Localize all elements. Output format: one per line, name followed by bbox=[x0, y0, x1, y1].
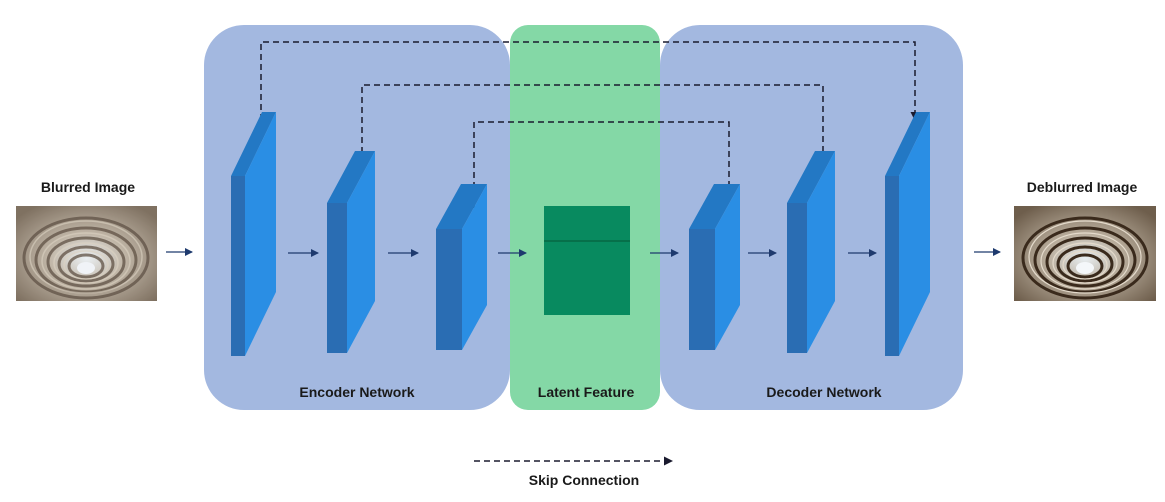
legend: Skip Connection bbox=[474, 456, 673, 488]
skip-connections bbox=[260, 41, 920, 208]
layer-side-face bbox=[715, 184, 740, 350]
layer-side-face bbox=[462, 184, 487, 350]
layer-front-face bbox=[327, 203, 347, 353]
flow-arrows bbox=[166, 248, 1001, 257]
layer-top-face bbox=[689, 184, 740, 229]
spiral-staircase-photo-sharp-icon bbox=[1014, 206, 1156, 301]
latent-label: Latent Feature bbox=[538, 384, 635, 400]
input-label: Blurred Image bbox=[41, 179, 135, 195]
layer-front-face bbox=[787, 203, 807, 353]
decoder-layer-3 bbox=[885, 112, 930, 356]
skip-connection-outer bbox=[260, 41, 920, 140]
encoder-layer-1 bbox=[231, 112, 276, 356]
layer-front-face bbox=[885, 176, 899, 356]
layer-front-face bbox=[436, 229, 462, 350]
output-label: Deblurred Image bbox=[1027, 179, 1138, 195]
layer-side-face bbox=[807, 151, 835, 353]
layer-front-face bbox=[231, 176, 245, 356]
layer-top-face bbox=[231, 112, 276, 176]
encoder-layer-2 bbox=[327, 151, 375, 353]
spiral-staircase-photo-blurred-icon bbox=[16, 206, 157, 301]
decoder-layer-2 bbox=[787, 151, 835, 353]
skip-connection-legend-label: Skip Connection bbox=[529, 472, 639, 488]
skip-connection-middle bbox=[361, 84, 828, 173]
layer-side-face bbox=[899, 112, 930, 356]
encoder-layer-3 bbox=[436, 184, 487, 350]
decoder-layer-1 bbox=[689, 184, 740, 350]
layer-side-face bbox=[245, 112, 276, 356]
encoder-label: Encoder Network bbox=[299, 384, 414, 400]
layer-top-face bbox=[787, 151, 835, 203]
skip-connection-inner bbox=[473, 121, 734, 208]
layer-side-face bbox=[347, 151, 375, 353]
layer-top-face bbox=[436, 184, 487, 229]
latent-feature-block bbox=[544, 206, 630, 315]
decoder-label: Decoder Network bbox=[766, 384, 881, 400]
layer-top-face bbox=[327, 151, 375, 203]
layer-top-face bbox=[885, 112, 930, 176]
layer-front-face bbox=[689, 229, 715, 350]
